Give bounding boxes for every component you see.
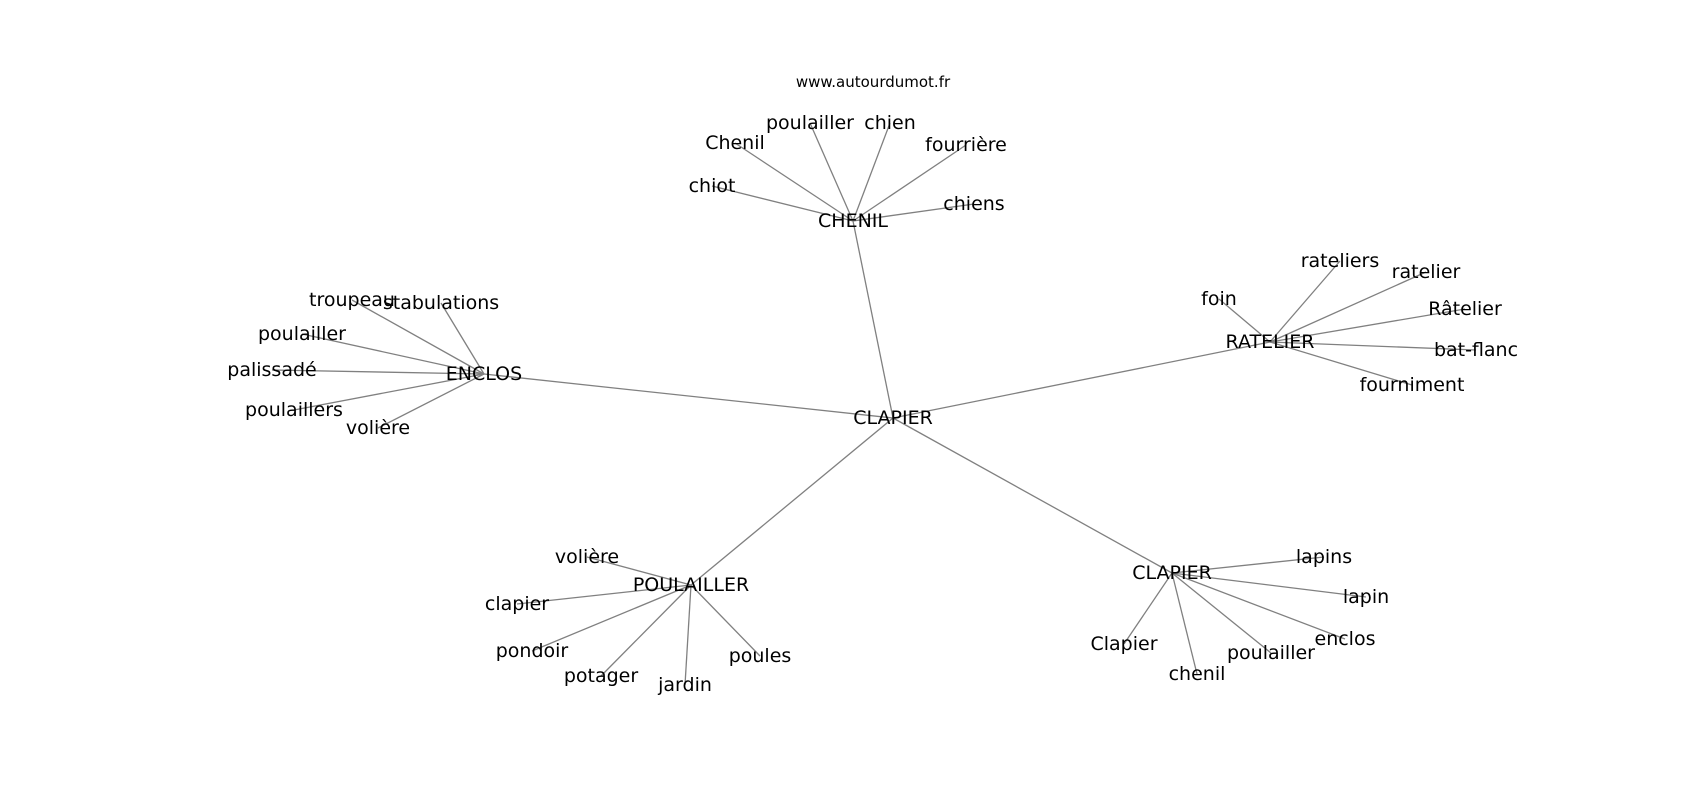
leaf-node-clapier-2: enclos [1315,628,1376,650]
edge-ratelier-0 [1269,260,1341,343]
edge-chenil-5 [852,203,975,222]
leaf-node-enclos-4: poulaillers [245,399,343,421]
leaf-node-enclos-0: troupeau [309,289,395,311]
edge-root-clapier [892,417,1173,574]
leaf-node-ratelier-1: ratelier [1392,261,1461,283]
leaf-node-ratelier-5: fourniment [1360,374,1465,396]
edge-enclos-0 [351,299,485,375]
edge-enclos-1 [440,302,485,375]
leaf-node-chenil-2: Chenil [705,132,765,154]
edge-poulailler-3 [600,584,692,677]
edge-root-ratelier [892,341,1271,419]
edge-poulailler-2 [531,584,692,652]
edge-ratelier-1 [1269,271,1427,343]
edge-root-chenil [852,220,894,419]
edge-clapier-4 [1171,572,1198,675]
edge-ratelier-2 [1218,298,1271,343]
leaf-node-poulailler-1: clapier [485,593,549,615]
edge-ratelier-4 [1269,341,1477,351]
hub-node-poulailler: POULAILLER [633,574,749,596]
leaf-node-poulailler-4: jardin [657,674,712,696]
edge-chenil-1 [852,122,891,222]
edge-root-enclos [483,373,894,419]
leaf-node-enclos-2: poulailler [258,323,346,345]
hub-node-clapier: CLAPIER [1132,562,1212,584]
hub-node-ratelier: RATELIER [1226,331,1315,353]
leaf-node-enclos-1: stabulations [383,292,499,314]
leaf-node-clapier-1: lapin [1343,586,1389,608]
root-node-label: CLAPIER [853,407,933,429]
hub-node-chenil: CHENIL [818,210,888,232]
edge-clapier-3 [1171,572,1272,654]
edge-chenil-3 [852,144,967,222]
leaf-node-chenil-0: poulailler [766,112,854,134]
leaf-node-enclos-3: palissadé [227,359,316,381]
leaf-node-poulailler-0: volière [555,546,619,568]
leaf-node-chenil-5: chiens [943,193,1004,215]
edge-root-poulailler [690,417,894,586]
leaf-node-poulailler-2: pondoir [496,640,569,662]
edge-enclos-2 [301,333,485,375]
edge-ratelier-3 [1269,308,1466,343]
leaf-node-chenil-3: fourrière [925,134,1007,156]
leaf-node-poulailler-5: poules [729,645,792,667]
leaf-node-enclos-5: volière [346,417,410,439]
edge-poulailler-5 [690,584,761,657]
edge-clapier-5 [1123,572,1173,645]
leaf-node-chenil-4: chiot [689,175,736,197]
edge-poulailler-0 [586,556,692,586]
edge-chenil-0 [809,122,854,222]
graph-edges [271,122,1477,686]
hub-node-enclos: ENCLOS [446,363,522,385]
leaf-node-clapier-0: lapins [1296,546,1352,568]
leaf-node-poulailler-3: potager [564,665,639,687]
edge-poulailler-1 [516,584,692,605]
graph-labels: www.autourdumot.fr CLAPIER CHENIL poulaill… [227,73,1518,696]
leaf-node-clapier-3: poulailler [1227,642,1315,664]
leaf-node-ratelier-2: foin [1201,288,1237,310]
source-label: www.autourdumot.fr [796,73,951,91]
edge-poulailler-4 [684,584,692,686]
leaf-node-ratelier-4: bat-flanc [1434,339,1518,361]
leaf-node-clapier-4: chenil [1169,663,1226,685]
edge-ratelier-5 [1269,341,1413,386]
edge-enclos-5 [377,373,485,429]
edge-clapier-2 [1171,572,1346,640]
edge-enclos-4 [293,373,485,411]
leaf-node-clapier-5: Clapier [1090,633,1157,655]
edge-clapier-1 [1171,572,1367,598]
edge-clapier-0 [1171,556,1325,574]
leaf-node-ratelier-0: rateliers [1301,250,1380,272]
leaf-node-ratelier-3: Râtelier [1428,298,1502,320]
edge-chenil-2 [734,142,854,222]
leaf-node-chenil-1: chien [864,112,916,134]
edge-enclos-3 [271,369,485,375]
edge-chenil-4 [711,185,854,222]
